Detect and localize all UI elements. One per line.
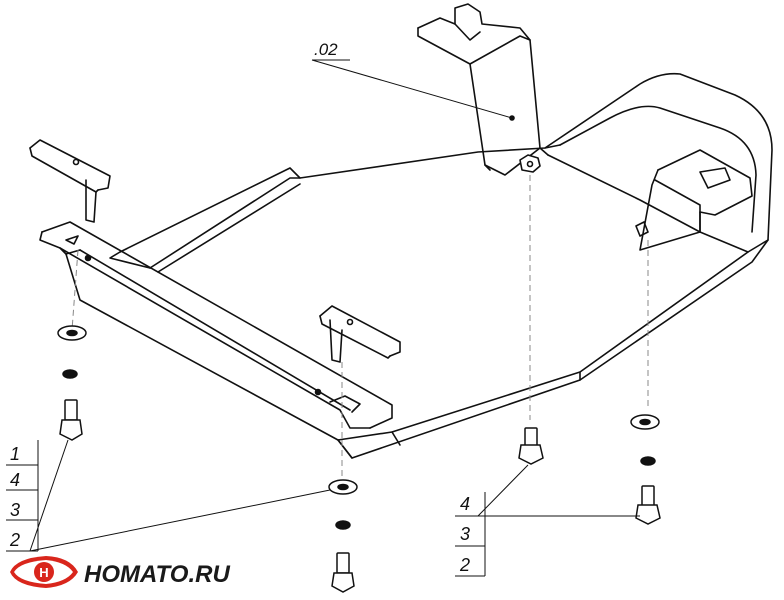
callout-left-item: 2 bbox=[9, 530, 20, 550]
lock-washer-right bbox=[640, 456, 656, 466]
right-bracket bbox=[639, 149, 753, 251]
lock-washer-center bbox=[335, 520, 351, 530]
front-crossbar bbox=[39, 221, 393, 441]
callout-right-item: 3 bbox=[460, 524, 470, 544]
washer-right bbox=[630, 414, 660, 430]
callout-right: 4 3 2 bbox=[459, 494, 470, 575]
rear-bracket bbox=[417, 3, 549, 176]
bolt-center bbox=[331, 552, 355, 593]
bolt-right bbox=[635, 485, 661, 525]
logo: H HOMATO.RU bbox=[10, 556, 230, 588]
bolt-left bbox=[59, 399, 83, 441]
callout-left-item: 4 bbox=[10, 470, 20, 490]
callout-left-item: 3 bbox=[10, 500, 20, 520]
skid-plate bbox=[109, 72, 773, 459]
callout-left: 1 4 3 2 bbox=[9, 444, 20, 550]
stand-center bbox=[319, 305, 401, 363]
svg-text:H: H bbox=[39, 565, 48, 580]
lock-washer-left bbox=[62, 369, 78, 379]
callout-left-item: 1 bbox=[10, 444, 20, 464]
nut-rear bbox=[519, 154, 541, 173]
washer-center bbox=[328, 479, 358, 495]
logo-text: HOMATO.RU bbox=[84, 561, 230, 588]
part-label: .02 bbox=[314, 40, 338, 59]
washer-left bbox=[57, 325, 87, 341]
nut-right bbox=[635, 221, 649, 237]
callout-right-item: 2 bbox=[459, 555, 470, 575]
callout-right-item: 4 bbox=[460, 494, 470, 514]
bolt-rear bbox=[518, 427, 544, 465]
stand-left bbox=[29, 139, 111, 223]
car-badge-icon: H bbox=[10, 556, 78, 588]
